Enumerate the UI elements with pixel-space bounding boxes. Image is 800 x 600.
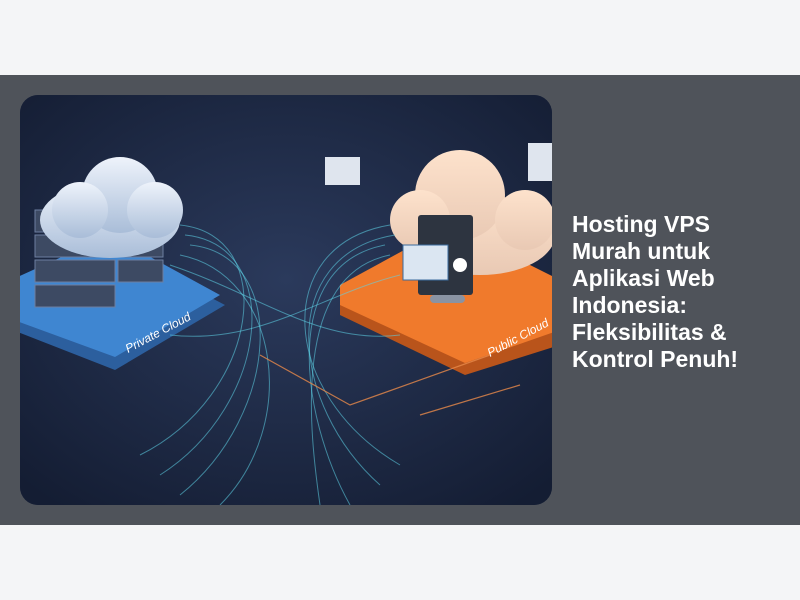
window-icon [325, 157, 360, 185]
cloud-hosting-illustration: Private Cloud Public Cloud [20, 95, 552, 505]
page-title: Hosting VPS Murah untuk Aplikasi Web Ind… [572, 211, 739, 372]
public-cloud-platform: Public Cloud [340, 150, 552, 375]
window-icon [528, 143, 552, 181]
private-cloud-platform: Private Cloud [20, 157, 225, 370]
hero-image: Private Cloud Public Cloud [20, 95, 552, 505]
hero-section: Private Cloud Public Cloud [0, 75, 800, 525]
data-streams [139, 224, 401, 505]
